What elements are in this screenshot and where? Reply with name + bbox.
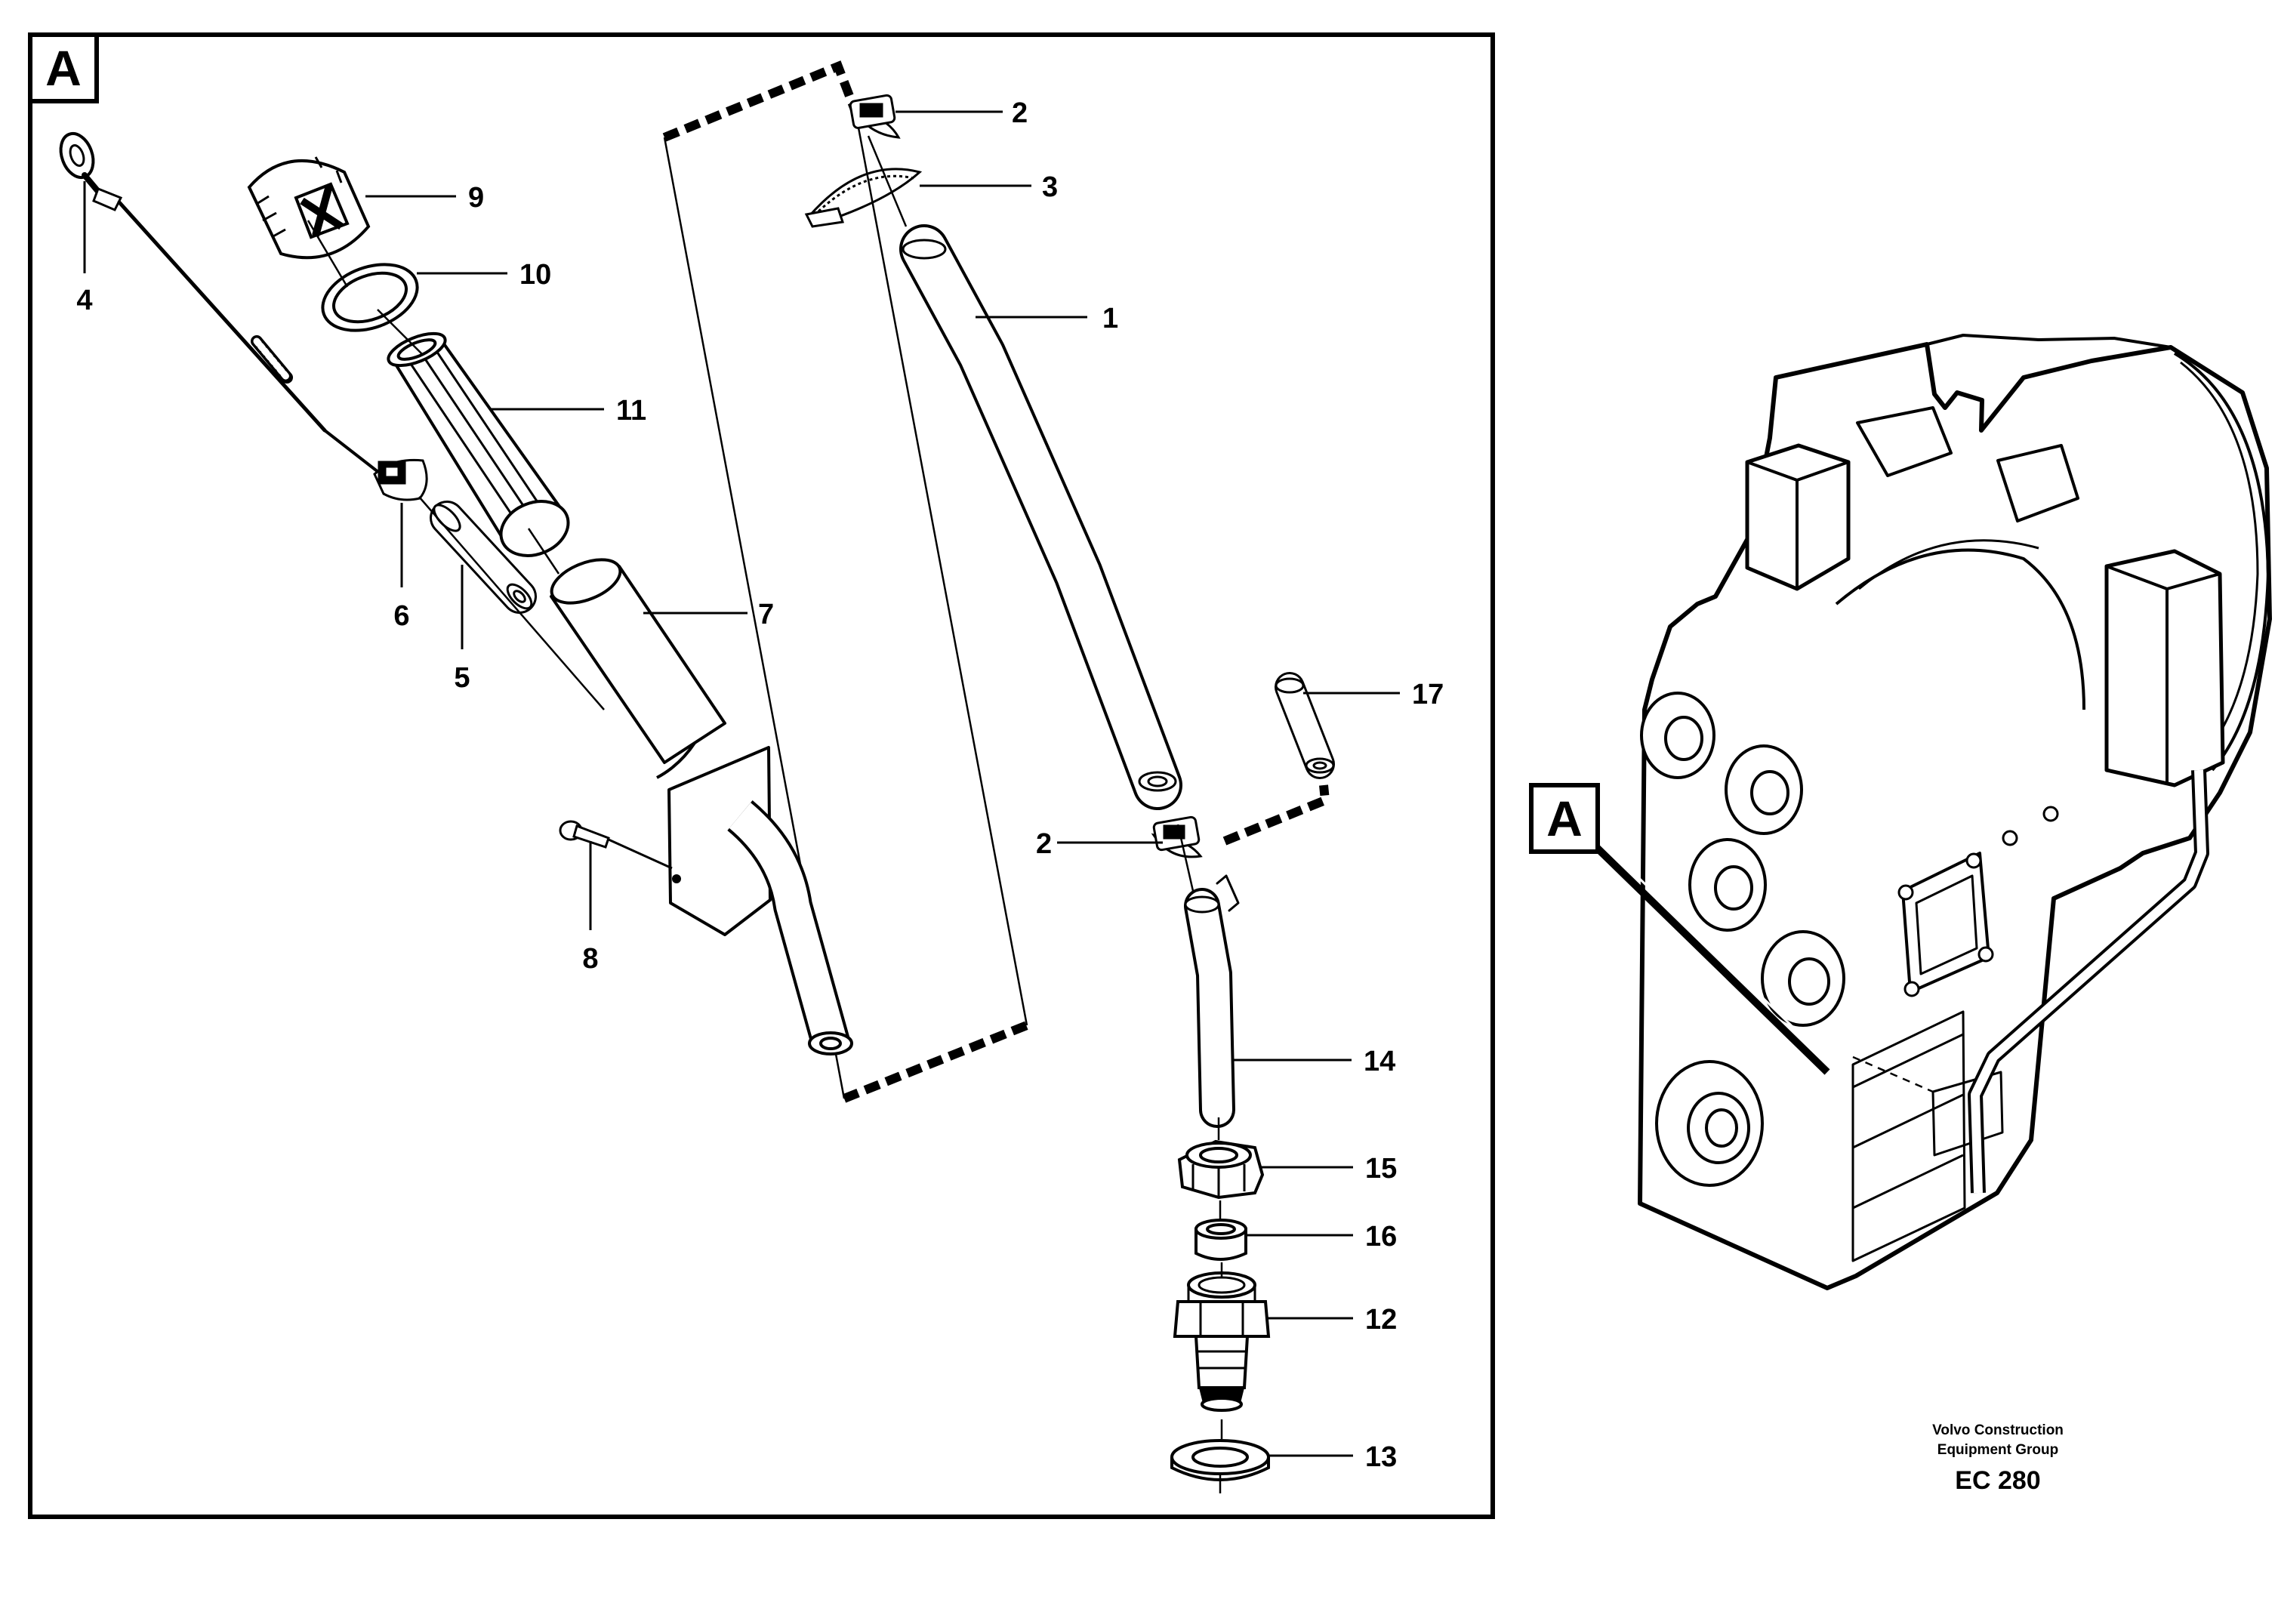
view-letter-housing: A — [1546, 790, 1583, 846]
svg-text:3: 3 — [1042, 171, 1058, 203]
callout-10: 10 — [417, 259, 551, 291]
bushing — [1194, 1219, 1247, 1261]
hose-clamp-upper — [849, 94, 901, 139]
callout-15: 15 — [1261, 1153, 1397, 1185]
filler-cap — [247, 156, 371, 260]
solenoid-box-right — [2104, 549, 2225, 787]
callouts: 1 2 2 3 4 5 6 7 — [76, 97, 1444, 1473]
svg-text:15: 15 — [1365, 1153, 1397, 1185]
hose-clamp-lower — [1151, 815, 1203, 858]
dipstick — [59, 131, 394, 485]
cover-bolts — [1897, 806, 2059, 997]
filler-neck — [550, 558, 853, 1055]
svg-text:11: 11 — [616, 395, 646, 427]
pipe-route-dashed-outline — [662, 60, 1330, 1103]
fill-pipe-lower — [1184, 874, 1240, 1128]
publisher-block: Volvo Construction Equipment Group EC 28… — [1932, 1422, 2064, 1495]
callout-4: 4 — [76, 181, 93, 316]
fitting — [1173, 1271, 1271, 1412]
pipe-route-thin-outline — [663, 111, 1028, 1099]
callout-16: 16 — [1246, 1221, 1397, 1253]
sleeve — [1275, 672, 1335, 779]
cable-tie — [804, 168, 923, 228]
svg-text:17: 17 — [1412, 679, 1444, 710]
svg-text:2: 2 — [1012, 97, 1028, 129]
callout-5: 5 — [454, 565, 470, 694]
svg-text:9: 9 — [468, 182, 484, 214]
washer — [1170, 1439, 1270, 1481]
callout-8: 8 — [582, 841, 599, 975]
nut — [1177, 1139, 1265, 1200]
callout-6: 6 — [393, 503, 410, 632]
transmission-housing — [1638, 334, 2272, 1290]
publisher-line-2: Equipment Group — [1937, 1442, 2058, 1458]
view-letter-frame: A — [45, 40, 82, 96]
svg-text:10: 10 — [519, 259, 551, 291]
callout-17: 17 — [1303, 679, 1444, 710]
svg-text:6: 6 — [393, 600, 409, 632]
svg-text:2: 2 — [1036, 828, 1052, 860]
valve-bores — [1640, 692, 1845, 1187]
fill-pipe-upper — [899, 224, 1182, 810]
svg-text:14: 14 — [1364, 1046, 1395, 1077]
gasket — [321, 263, 419, 332]
publication-code: EC 280 — [1955, 1466, 2040, 1495]
screw — [559, 820, 673, 870]
callout-14: 14 — [1232, 1046, 1395, 1077]
callout-2-upper: 2 — [895, 97, 1028, 129]
callout-1: 1 — [976, 303, 1118, 334]
assembly-axis — [307, 135, 1223, 1493]
callout-3: 3 — [920, 171, 1058, 203]
svg-text:8: 8 — [582, 943, 598, 975]
callout-2-lower: 2 — [1036, 828, 1163, 860]
svg-text:5: 5 — [454, 662, 470, 694]
clip — [373, 458, 428, 501]
svg-text:7: 7 — [758, 599, 774, 630]
rubber-sleeve — [430, 501, 537, 614]
svg-text:1: 1 — [1102, 303, 1118, 334]
publisher-line-1: Volvo Construction — [1932, 1422, 2064, 1438]
callout-9: 9 — [365, 182, 484, 214]
svg-text:13: 13 — [1365, 1441, 1397, 1473]
svg-text:4: 4 — [76, 285, 92, 316]
svg-text:16: 16 — [1365, 1221, 1397, 1253]
view-marker-housing: A — [1529, 783, 1836, 1075]
svg-text:12: 12 — [1365, 1304, 1397, 1336]
callout-7: 7 — [643, 599, 774, 630]
callout-12: 12 — [1265, 1304, 1397, 1336]
callout-13: 13 — [1267, 1441, 1397, 1473]
detail-frame — [28, 32, 1495, 1519]
callout-11: 11 — [491, 395, 646, 427]
detail-view-tag: A — [28, 32, 99, 103]
